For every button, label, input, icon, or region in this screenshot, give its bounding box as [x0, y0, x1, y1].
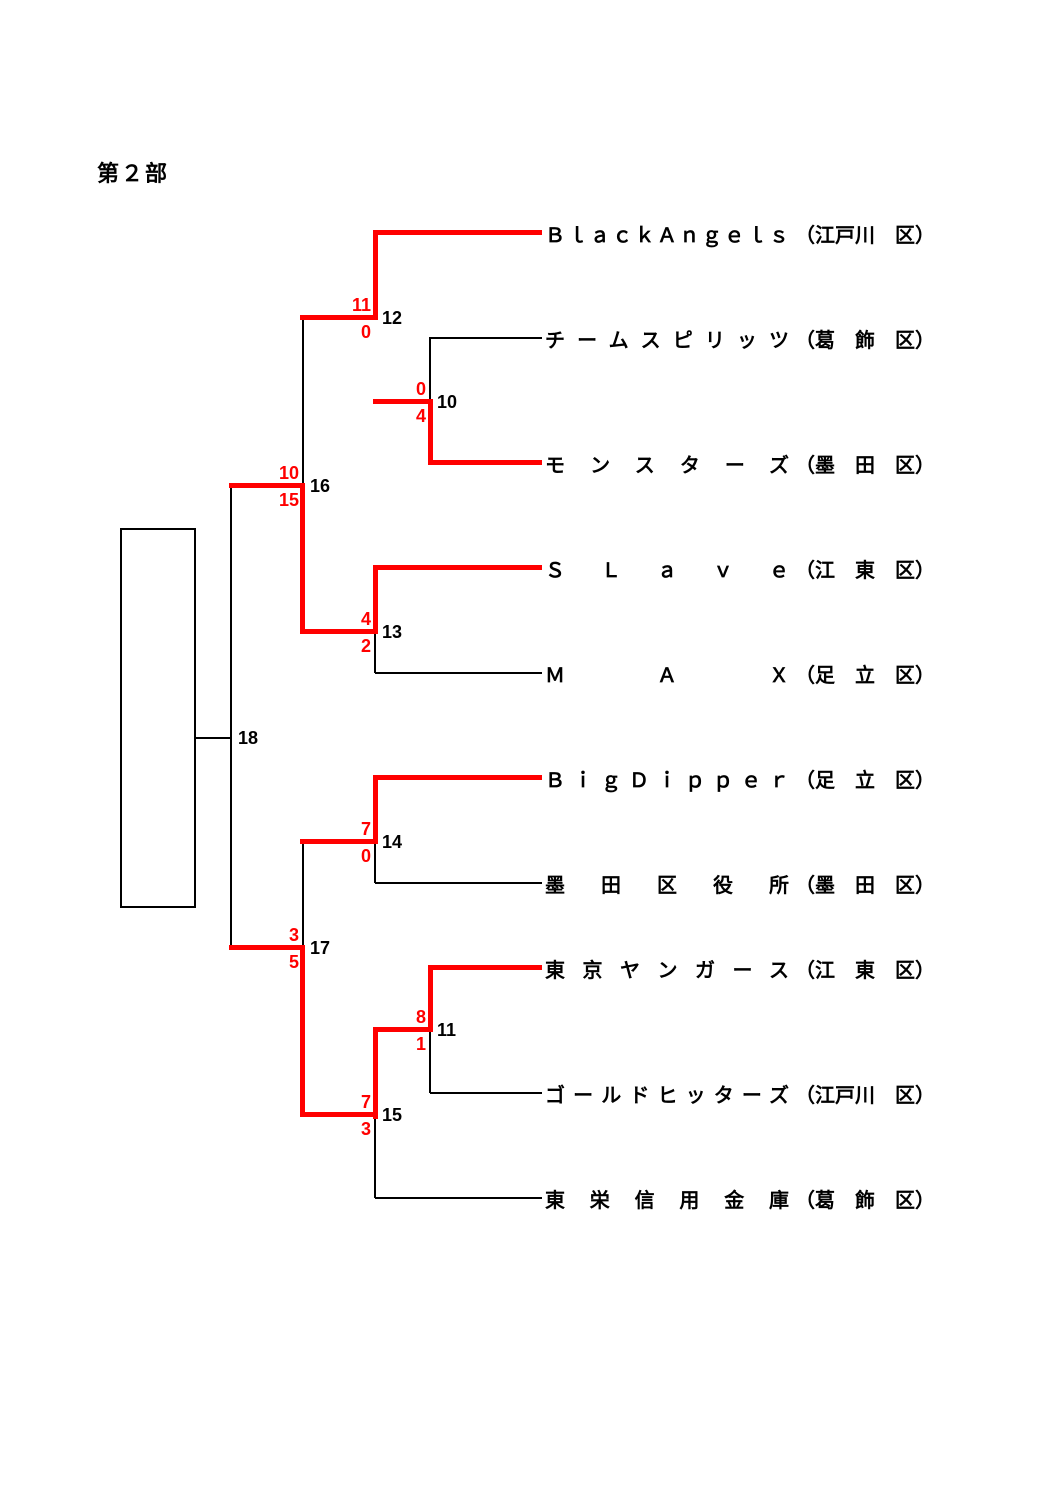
team-district: （江戸川 区） — [795, 1084, 935, 1107]
match16-bracket-bottom — [300, 483, 305, 634]
team-district: （墨 田 区） — [795, 454, 935, 477]
team-district: （江戸川 区） — [795, 224, 935, 247]
final-connector-line — [196, 737, 232, 739]
match17-label: 17 — [310, 938, 331, 958]
team-name: ＳＬａｖｅ — [545, 559, 789, 582]
team-line-bigdipper — [373, 775, 542, 780]
match17-winner-line — [229, 945, 305, 950]
team-district: （葛 飾 区） — [795, 1189, 935, 1212]
team-line-monsters — [428, 460, 542, 465]
match10-score-bottom: 4 — [415, 406, 426, 426]
team-row: チームスピリッツ （葛 飾 区） — [545, 324, 943, 352]
match12-winner-line — [300, 315, 378, 320]
team-line-sumida-ward-office — [375, 882, 542, 884]
team-line-tokyo-youngers — [428, 965, 542, 970]
section-title: 第２部 — [97, 161, 170, 186]
team-district: （江 東 区） — [795, 959, 935, 982]
team-name: 東京ヤンガース — [545, 959, 789, 982]
match12-score-bottom: 0 — [360, 322, 371, 342]
match15-winner-line — [300, 1112, 378, 1117]
team-name: 墨田区役所 — [545, 874, 789, 897]
match15-score-bottom: 3 — [360, 1119, 371, 1139]
match16-winner-line — [229, 483, 305, 488]
match10-score-top: 0 — [415, 379, 426, 399]
team-name: ゴールドヒッターズ — [545, 1084, 789, 1107]
match10-winner-line — [373, 399, 433, 404]
team-name: ＢｌａｃｋＡｎｇｅｌｓ — [545, 224, 789, 247]
match13-label: 13 — [382, 622, 403, 642]
match12-label: 12 — [382, 308, 403, 328]
match13-bracket-top — [373, 565, 378, 634]
team-row: ＢｌａｃｋＡｎｇｅｌｓ （江戸川 区） — [545, 219, 943, 247]
match13-winner-line — [300, 629, 378, 634]
match17-bracket-bottom — [300, 945, 305, 1117]
team-name: ＢｉｇＤｉｐｐｅｒ — [545, 769, 789, 792]
match10-bracket-top — [429, 337, 431, 403]
match11-score-top: 8 — [415, 1007, 426, 1027]
match16-score-top: 10 — [278, 463, 299, 483]
team-row: 東栄信用金庫 （葛 飾 区） — [545, 1184, 943, 1212]
team-row: ゴールドヒッターズ （江戸川 区） — [545, 1079, 943, 1107]
match15-bracket-top — [373, 1027, 378, 1119]
match14-score-top: 7 — [360, 819, 371, 839]
match14-bracket-bottom — [374, 841, 376, 883]
match18-bracket — [230, 485, 232, 949]
team-line-goldhitters — [430, 1092, 542, 1094]
team-row: モンスターズ （墨 田 区） — [545, 449, 943, 477]
champion-box — [120, 528, 196, 908]
team-line-toei-shinyo-kinko — [375, 1197, 542, 1199]
match16-label: 16 — [310, 476, 331, 496]
team-row: 東京ヤンガース （江 東 区） — [545, 954, 943, 982]
team-line-blackangels — [373, 230, 542, 235]
match15-score-top: 7 — [360, 1092, 371, 1112]
match15-label: 15 — [382, 1105, 403, 1125]
match11-winner-line — [373, 1027, 433, 1032]
match11-label: 11 — [437, 1020, 457, 1040]
team-row: 墨田区役所 （墨 田 区） — [545, 869, 943, 897]
match13-score-bottom: 2 — [360, 636, 371, 656]
match15-bracket-bottom — [374, 1114, 376, 1198]
match12-score-top: 11 — [351, 295, 371, 315]
team-district: （葛 飾 区） — [795, 329, 935, 352]
team-name: ＭＡＸ — [545, 664, 789, 687]
match17-bracket-top — [302, 841, 304, 949]
team-line-max — [375, 672, 542, 674]
team-name: チームスピリッツ — [545, 329, 789, 352]
team-name: モンスターズ — [545, 454, 789, 477]
team-district: （江 東 区） — [795, 559, 935, 582]
match17-score-top: 3 — [288, 925, 299, 945]
match10-bracket-bottom — [428, 399, 433, 465]
match14-label: 14 — [382, 832, 403, 852]
match13-score-top: 4 — [360, 609, 371, 629]
match17-score-bottom: 5 — [288, 952, 299, 972]
team-name: 東栄信用金庫 — [545, 1189, 789, 1212]
team-district: （足 立 区） — [795, 664, 935, 687]
match16-score-bottom: 15 — [278, 490, 299, 510]
match10-label: 10 — [437, 392, 458, 412]
match11-bracket-top — [428, 965, 433, 1032]
team-district: （墨 田 区） — [795, 874, 935, 897]
team-row: ＭＡＸ （足 立 区） — [545, 659, 943, 687]
match14-bracket-top — [373, 775, 378, 844]
team-line-teamspirits — [430, 337, 542, 339]
match11-score-bottom: 1 — [415, 1034, 426, 1054]
match11-bracket-bottom — [429, 1029, 431, 1093]
team-line-slave — [373, 565, 542, 570]
team-district: （足 立 区） — [795, 769, 935, 792]
match14-score-bottom: 0 — [360, 846, 371, 866]
team-row: ＢｉｇＤｉｐｐｅｒ （足 立 区） — [545, 764, 943, 792]
team-row: ＳＬａｖｅ （江 東 区） — [545, 554, 943, 582]
match16-bracket-top — [302, 317, 304, 487]
match12-bracket-top — [373, 230, 378, 320]
match13-bracket-bottom — [374, 631, 376, 673]
match14-winner-line — [300, 839, 378, 844]
match18-label: 18 — [238, 728, 259, 748]
